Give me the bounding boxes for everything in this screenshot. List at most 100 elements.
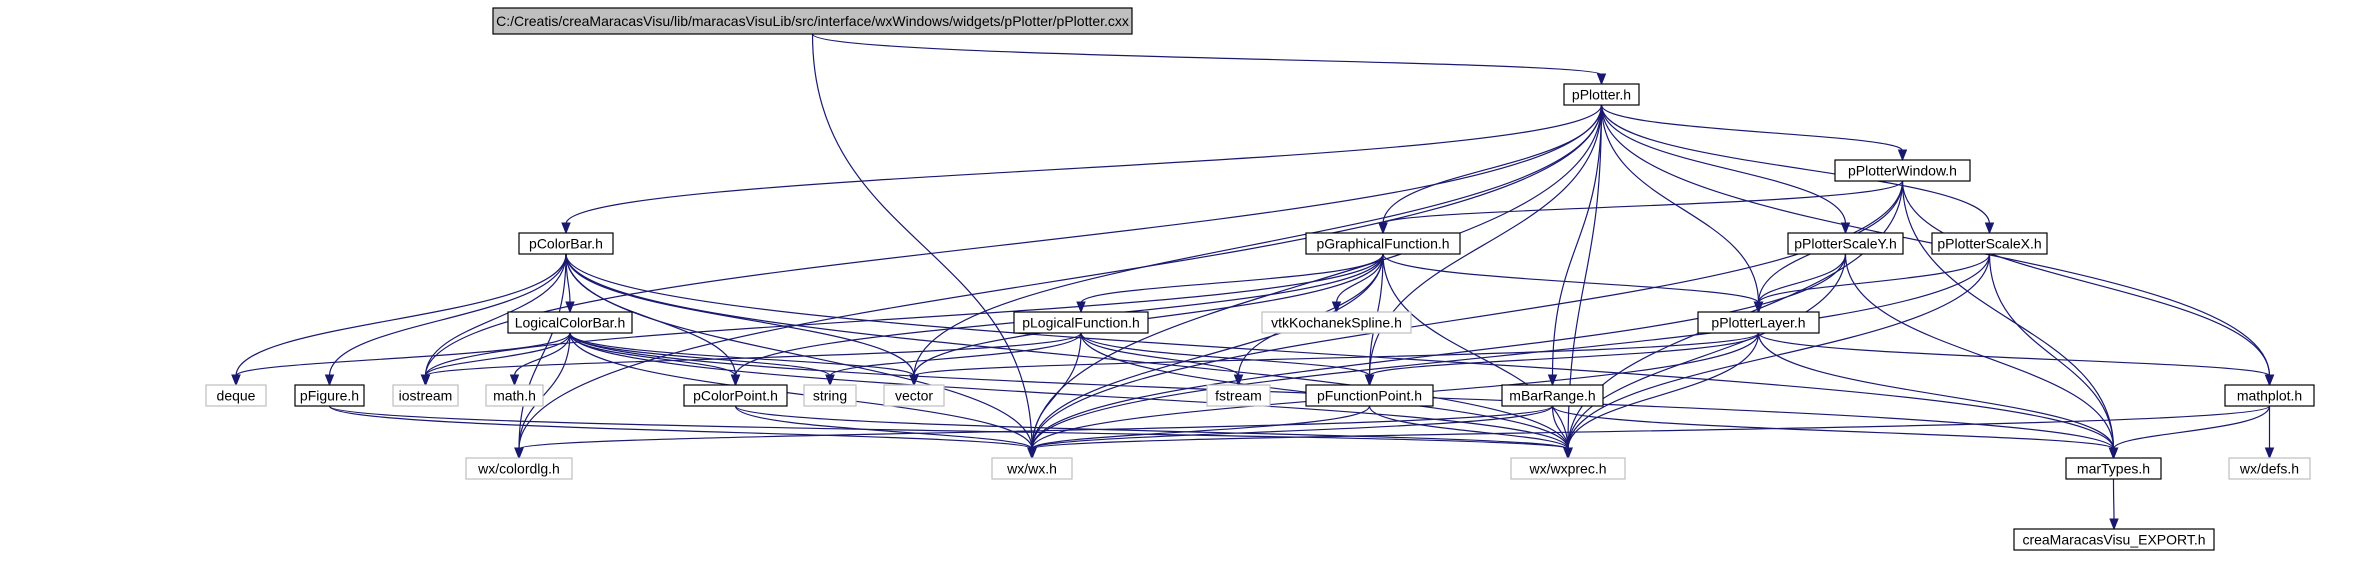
node-defs: wx/defs.h <box>2228 457 2311 480</box>
dependency-edge-pPlotter-to-mBarRange <box>1551 104 1603 377</box>
node-string: string <box>803 384 857 407</box>
dependency-edge-pColorBar-to-iostream <box>424 253 567 377</box>
dependency-edge-pColorBar-to-wx <box>565 253 1033 450</box>
dependency-edge-pColorBar-to-colordlg <box>518 253 567 450</box>
edge-arrowhead <box>231 374 241 387</box>
dependency-edge-pPlotterLayer-to-pFunctionPoint <box>1368 332 1760 377</box>
node-box <box>803 384 857 407</box>
node-deque: deque <box>205 384 267 407</box>
node-label: wx/defs.h <box>2239 461 2299 477</box>
node-box <box>1787 232 1904 255</box>
dependency-edge-pPlotterScaleX-to-marTypes <box>1988 253 2115 450</box>
node-pPlotterScaleX[interactable]: pPlotterScaleX.h <box>1931 232 2048 255</box>
dependency-edge-pColorBar-to-vector <box>565 253 915 377</box>
node-label: string <box>813 388 847 404</box>
dependency-edge-pPlotter-to-pPlotterScaleX <box>1600 104 1991 225</box>
dependency-edge-LogicalColorBar-to-iostream <box>424 332 571 377</box>
node-vector: vector <box>883 384 945 407</box>
dependency-edge-pPlotter-to-pPlotterScaleY <box>1600 104 1847 225</box>
edge-arrowhead <box>561 222 571 235</box>
node-box <box>1305 232 1461 255</box>
node-label: deque <box>217 388 256 404</box>
node-box <box>2228 457 2311 480</box>
node-label: wx/wx.h <box>1006 461 1057 477</box>
dependency-edge-pPlotterScaleY-to-pPlotterLayer <box>1757 253 1847 304</box>
dependency-edge-pPlotterScaleY-to-marTypes <box>1844 253 2115 450</box>
dependency-edge-pPlotter-to-iostream <box>424 104 1603 377</box>
node-label: pFunctionPoint.h <box>1317 388 1422 404</box>
dependency-edge-marTypes-to-export <box>2112 478 2115 521</box>
dependency-edge-LogicalColorBar-to-pColorPoint <box>569 332 737 377</box>
node-mathplot[interactable]: mathplot.h <box>2224 384 2315 407</box>
node-pPlotter[interactable]: pPlotter.h <box>1563 83 1640 106</box>
edge-arrowhead <box>1897 149 1908 162</box>
edge-arrowhead <box>2264 447 2275 460</box>
node-box <box>1305 384 1434 407</box>
dependency-edge-pFunctionPoint-to-wxprec <box>1368 405 1569 450</box>
node-vtkKochanekSpline: vtkKochanekSpline.h <box>1261 311 1412 334</box>
edge-arrowhead <box>1563 447 1573 460</box>
node-label: mathplot.h <box>2237 388 2302 404</box>
dependency-edge-mBarRange-to-colordlg <box>518 405 1554 450</box>
node-box <box>1931 232 2048 255</box>
node-layer: C:/Creatis/creaMaracasVisu/lib/maracasVi… <box>205 7 2315 551</box>
dependency-edge-mBarRange-to-wxprec <box>1551 405 1569 450</box>
node-pPlotterWindow[interactable]: pPlotterWindow.h <box>1834 159 1971 182</box>
node-pFunctionPoint[interactable]: pFunctionPoint.h <box>1305 384 1434 407</box>
dependency-edge-pGraphicalFunction-to-pPlotterLayer <box>1382 253 1760 304</box>
node-box <box>1697 311 1820 334</box>
node-label: mBarRange.h <box>1509 388 1595 404</box>
node-pPlotterScaleY[interactable]: pPlotterScaleY.h <box>1787 232 1904 255</box>
dependency-edge-LogicalColorBar-to-wx <box>569 332 1033 450</box>
node-box <box>1834 159 1971 182</box>
dependency-edge-pColorBar-to-marTypes <box>565 253 2115 450</box>
node-label: creaMaracasVisu_EXPORT.h <box>2022 532 2205 548</box>
edge-arrowhead <box>1596 73 1607 86</box>
edge-arrowhead <box>1233 374 1244 387</box>
node-LogicalColorBar[interactable]: LogicalColorBar.h <box>507 311 633 334</box>
dependency-edge-LogicalColorBar-to-wxprec <box>569 332 1569 450</box>
node-iostream: iostream <box>392 384 459 407</box>
node-label: pPlotter.h <box>1572 87 1631 103</box>
node-label: pPlotterWindow.h <box>1848 163 1957 179</box>
edge-arrowhead <box>514 447 524 460</box>
edge-arrowhead <box>825 374 835 387</box>
dependency-edge-pPlotterScaleX-to-pPlotterLayer <box>1757 253 1991 304</box>
node-pLogicalFunction[interactable]: pLogicalFunction.h <box>1013 311 1149 334</box>
node-label: pColorPoint.h <box>693 388 778 404</box>
edge-arrowhead <box>1753 301 1764 314</box>
edge-arrowhead <box>509 374 520 387</box>
dependency-edge-pGraphicalFunction-to-pLogicalFunction <box>1080 253 1384 304</box>
dependency-edge-pPlotterWindow-to-marTypes <box>1901 180 2115 450</box>
node-label: vtkKochanekSpline.h <box>1271 315 1402 331</box>
node-root[interactable]: C:/Creatis/creaMaracasVisu/lib/maracasVi… <box>492 7 1133 35</box>
dependency-edge-pPlotterScaleX-to-wx <box>1031 253 1991 450</box>
dependency-edge-pPlotter-to-colordlg <box>518 104 1603 450</box>
edge-arrowhead <box>324 374 335 387</box>
dependency-edge-LogicalColorBar-to-math <box>513 332 571 377</box>
dependency-edge-pPlotterLayer-to-vector <box>913 332 1760 377</box>
node-pPlotterLayer[interactable]: pPlotterLayer.h <box>1697 311 1820 334</box>
dependency-edge-pLogicalFunction-to-pFunctionPoint <box>1080 332 1371 377</box>
dependency-edge-pFigure-to-wxprec <box>328 405 1569 450</box>
node-label: wx/colordlg.h <box>477 461 560 477</box>
node-pFigure[interactable]: pFigure.h <box>294 384 365 407</box>
edge-layer <box>231 33 2275 531</box>
node-pGraphicalFunction[interactable]: pGraphicalFunction.h <box>1305 232 1461 255</box>
edge-arrowhead <box>909 374 919 387</box>
node-label: pPlotterScaleY.h <box>1794 236 1896 252</box>
node-mBarRange[interactable]: mBarRange.h <box>1501 384 1604 407</box>
node-box <box>492 7 1133 35</box>
node-pColorBar[interactable]: pColorBar.h <box>518 232 614 255</box>
node-export[interactable]: creaMaracasVisu_EXPORT.h <box>2013 528 2215 551</box>
node-box <box>294 384 365 407</box>
node-label: fstream <box>1215 388 1262 404</box>
edge-arrowhead <box>730 374 741 387</box>
edge-arrowhead <box>1378 222 1388 235</box>
node-label: pLogicalFunction.h <box>1022 315 1140 331</box>
node-pColorPoint[interactable]: pColorPoint.h <box>683 384 788 407</box>
node-box <box>883 384 945 407</box>
node-marTypes[interactable]: marTypes.h <box>2065 457 2162 480</box>
node-box <box>683 384 788 407</box>
